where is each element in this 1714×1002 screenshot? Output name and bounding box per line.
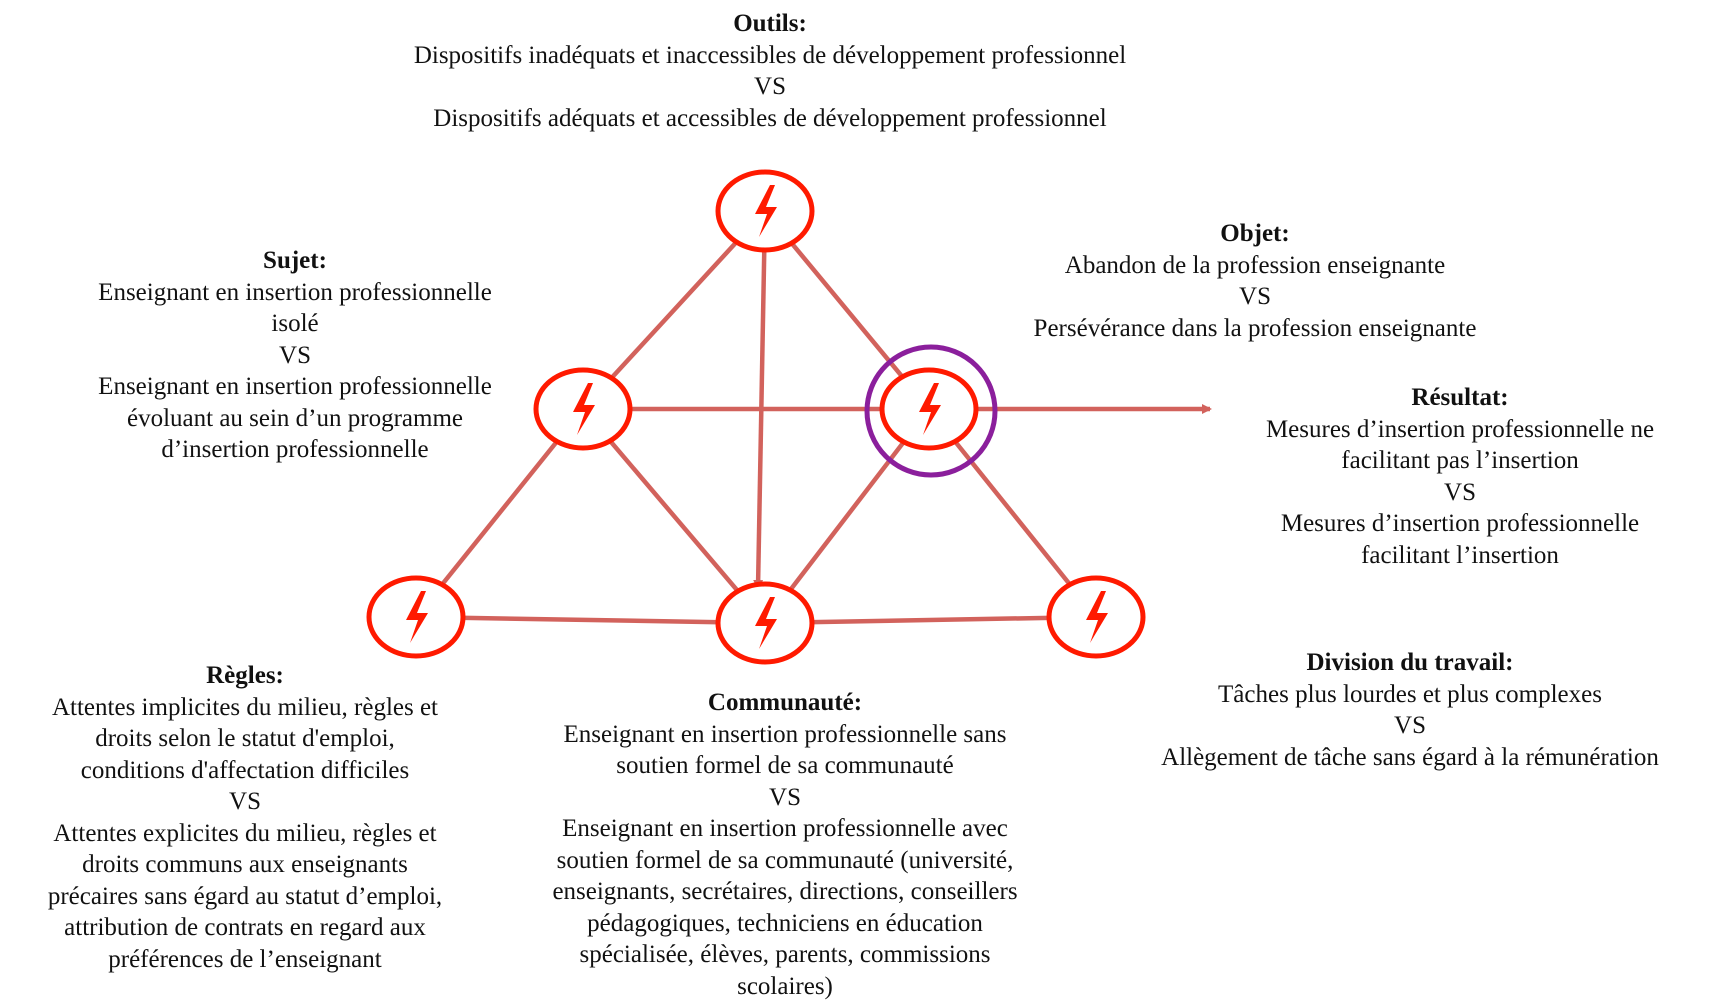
- sujet-line-2: isolé: [40, 308, 550, 340]
- node-communaute: [718, 584, 812, 662]
- sujet-title: Sujet:: [40, 245, 550, 277]
- sujet-block: Sujet: Enseignant en insertion professio…: [40, 245, 550, 466]
- division-line-2: VS: [1110, 710, 1710, 742]
- communaute-title: Communauté:: [505, 687, 1065, 719]
- regles-title: Règles:: [0, 660, 490, 692]
- regles-line-9: préférences de l’enseignant: [0, 944, 490, 976]
- communaute-line-9: scolaires): [505, 971, 1065, 1002]
- sujet-line-1: Enseignant en insertion professionnelle: [40, 277, 550, 309]
- outils-block: Outils: Dispositifs inadéquats et inacce…: [330, 8, 1210, 134]
- edge-regles-communaute: [416, 617, 765, 623]
- division-line-1: Tâches plus lourdes et plus complexes: [1110, 679, 1710, 711]
- communaute-block: Communauté: Enseignant en insertion prof…: [505, 687, 1065, 1002]
- sujet-line-6: d’insertion professionnelle: [40, 434, 550, 466]
- objet-line-3: Persévérance dans la profession enseigna…: [985, 313, 1525, 345]
- objet-line-2: VS: [985, 281, 1525, 313]
- resultat-line-4: Mesures d’insertion professionnelle: [1220, 508, 1700, 540]
- division-title: Division du travail:: [1110, 647, 1710, 679]
- resultat-block: Résultat: Mesures d’insertion profession…: [1220, 382, 1700, 571]
- regles-line-2: droits selon le statut d'emploi,: [0, 723, 490, 755]
- objet-line-1: Abandon de la profession enseignante: [985, 250, 1525, 282]
- node-objet: [882, 370, 976, 448]
- resultat-line-5: facilitant l’insertion: [1220, 540, 1700, 572]
- communaute-line-8: spécialisée, élèves, parents, commission…: [505, 939, 1065, 971]
- sujet-line-3: VS: [40, 340, 550, 372]
- division-line-3: Allègement de tâche sans égard à la rému…: [1110, 742, 1710, 774]
- communaute-line-2: soutien formel de sa communauté: [505, 750, 1065, 782]
- edge-communaute-division: [765, 617, 1096, 623]
- communaute-line-1: Enseignant en insertion professionnelle …: [505, 719, 1065, 751]
- outils-line-3: Dispositifs adéquats et accessibles de d…: [330, 103, 1210, 135]
- communaute-line-7: pédagogiques, techniciens en éducation: [505, 908, 1065, 940]
- resultat-line-3: VS: [1220, 477, 1700, 509]
- outils-line-1: Dispositifs inadéquats et inaccessibles …: [330, 40, 1210, 72]
- division-block: Division du travail: Tâches plus lourdes…: [1110, 647, 1710, 773]
- objet-title: Objet:: [985, 218, 1525, 250]
- sujet-line-4: Enseignant en insertion professionnelle: [40, 371, 550, 403]
- regles-line-5: Attentes explicites du milieu, règles et: [0, 818, 490, 850]
- node-regles: [369, 578, 463, 656]
- communaute-line-6: enseignants, secrétaires, directions, co…: [505, 876, 1065, 908]
- regles-line-7: précaires sans égard au statut d’emploi,: [0, 881, 490, 913]
- regles-line-8: attribution de contrats en regard aux: [0, 912, 490, 944]
- node-outils: [718, 172, 812, 250]
- regles-line-3: conditions d'affectation difficiles: [0, 755, 490, 787]
- regles-line-6: droits communs aux enseignants: [0, 849, 490, 881]
- resultat-line-1: Mesures d’insertion professionnelle ne: [1220, 414, 1700, 446]
- outils-title: Outils:: [330, 8, 1210, 40]
- regles-line-4: VS: [0, 786, 490, 818]
- communaute-line-3: VS: [505, 782, 1065, 814]
- resultat-title: Résultat:: [1220, 382, 1700, 414]
- sujet-line-5: évoluant au sein d’un programme: [40, 403, 550, 435]
- regles-block: Règles: Attentes implicites du milieu, r…: [0, 660, 490, 975]
- node-sujet: [536, 370, 630, 448]
- resultat-line-2: facilitant pas l’insertion: [1220, 445, 1700, 477]
- objet-block: Objet: Abandon de la profession enseigna…: [985, 218, 1525, 344]
- node-division: [1049, 578, 1143, 656]
- regles-line-1: Attentes implicites du milieu, règles et: [0, 692, 490, 724]
- communaute-line-5: soutien formel de sa communauté (univers…: [505, 845, 1065, 877]
- communaute-line-4: Enseignant en insertion professionnelle …: [505, 813, 1065, 845]
- arrow-outils-to-communaute: [758, 211, 765, 588]
- outils-line-2: VS: [330, 71, 1210, 103]
